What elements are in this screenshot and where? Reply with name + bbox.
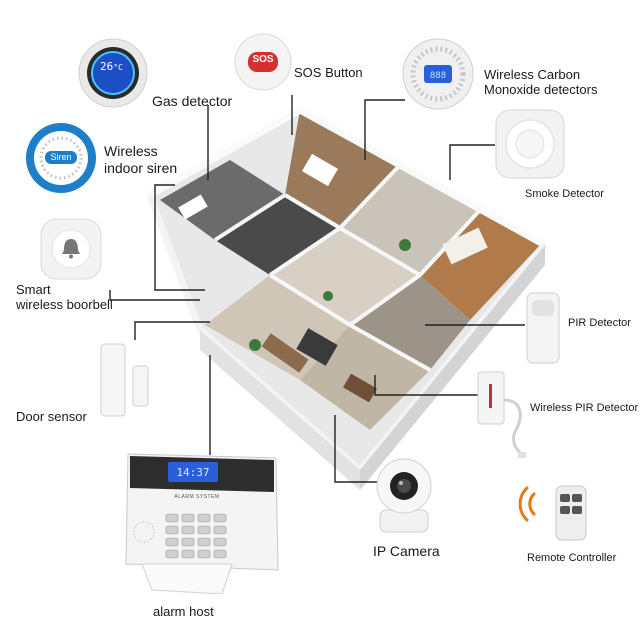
plant-icon [323, 291, 333, 301]
sos-button-device: SOS [234, 33, 292, 91]
alarm-host-brand-text: ALARM SYSTEM [174, 494, 220, 500]
smoke-detector-device [494, 108, 566, 180]
bed-top-icon [302, 153, 338, 187]
co-detector-device: 888 [402, 38, 474, 110]
ip-camera-label: IP Camera [373, 543, 440, 559]
plant-icon [249, 339, 261, 351]
line-indoor-siren [154, 184, 205, 291]
wireless-pir-device [476, 370, 530, 460]
sos-button-icon [234, 33, 292, 91]
door-sensor-icon [100, 343, 149, 417]
smoke-detector-label: Smoke Detector [525, 188, 604, 200]
bed-icon [442, 227, 488, 265]
indoor-siren-label-line2: indoor siren [104, 160, 178, 176]
smoke-detector-icon [495, 109, 565, 179]
gas-detector-device: 26°C [78, 38, 148, 108]
plant-icon [399, 239, 411, 251]
line-smoke-detector [449, 144, 495, 180]
wireless-pir-label: Wireless PIR Detector [530, 402, 639, 414]
camera-icon [376, 458, 432, 533]
indoor-siren-label-line1: Wireless [104, 143, 158, 159]
line-co-detector [364, 99, 405, 160]
ip-camera-device [372, 458, 436, 534]
table-icon [343, 373, 377, 403]
line-ip-camera [334, 415, 380, 483]
door-sensor-label: Door sensor [16, 409, 87, 424]
indoor-siren-device: Siren [25, 122, 97, 194]
remote-controller-device [518, 476, 590, 542]
tub-icon [178, 194, 208, 220]
doorbell-label-line2: wireless boorbell [16, 297, 113, 312]
svg-text:888: 888 [430, 71, 446, 81]
pir-detector-device [526, 292, 560, 364]
room-balcony-floor [350, 275, 470, 370]
gas-display-unit: °C [113, 63, 123, 72]
sos-button-text: SOS [252, 54, 274, 65]
co-detector-icon: 888 [402, 38, 474, 110]
wireless-pir-icon [477, 371, 526, 458]
remote-icon [518, 485, 587, 541]
house-right-wall [360, 245, 545, 490]
gas-detector-label: Gas detector [152, 93, 233, 109]
house-outer-wall-left [148, 105, 547, 249]
alarm-host-screen-text: 14:37 [176, 466, 210, 479]
room-bathroom-floor [160, 160, 285, 240]
alarm-host-label: alarm host [153, 604, 214, 619]
room-bedroom-top-floor [285, 110, 400, 228]
line-doorbell [109, 290, 200, 301]
rug-icon [296, 328, 338, 366]
remote-controller-label: Remote Controller [527, 552, 617, 564]
alarm-host-device: 14:37 ALARM SYSTEM [122, 452, 282, 595]
co-detector-label-line2: Monoxide detectors [484, 82, 598, 97]
doorbell-device [40, 218, 102, 280]
line-door-sensor [134, 321, 210, 340]
doorbell-label-line1: Smart [16, 282, 51, 297]
door-sensor-device [100, 342, 150, 420]
sofa-icon [261, 333, 309, 373]
siren-badge: Siren [50, 152, 72, 162]
pir-detector-label: PIR Detector [568, 317, 631, 329]
alarm-panel-icon [125, 453, 279, 595]
sos-button-label: SOS Button [294, 65, 363, 80]
co-detector-label-line1: Wireless Carbon [484, 67, 581, 82]
room-bedroom-right-floor [420, 210, 540, 320]
gas-display-value: 26 [100, 60, 114, 73]
pir-sensor-icon [526, 292, 560, 364]
line-wireless-pir [374, 375, 478, 396]
bell-icon [40, 218, 102, 280]
siren-icon [26, 123, 96, 193]
house-front-wall [200, 330, 360, 490]
room-kitchen-floor [215, 195, 340, 275]
gas-detector-icon [78, 38, 148, 108]
